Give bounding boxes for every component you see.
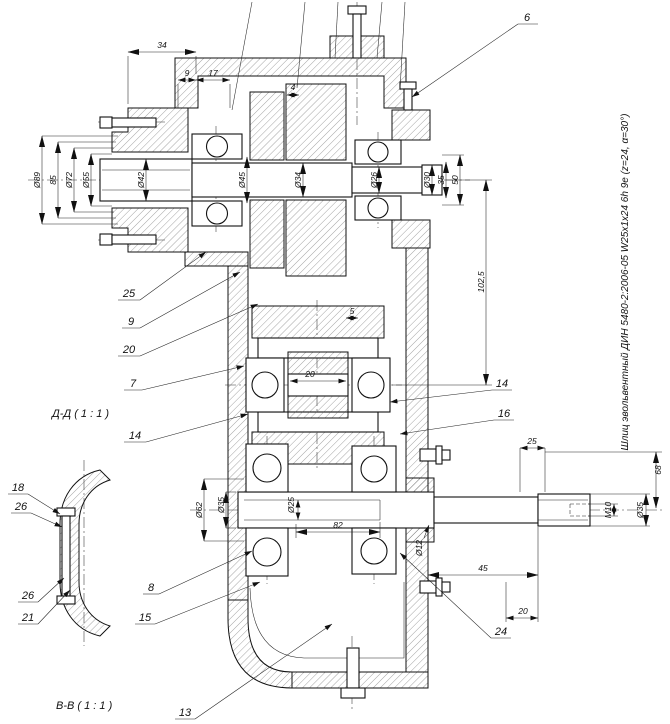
dim-d35-left: Ø35 xyxy=(216,497,226,514)
dim-d26: Ø26 xyxy=(369,172,379,189)
dim-d55: Ø55 xyxy=(81,172,91,189)
dim-d72: Ø72 xyxy=(64,172,74,189)
input-shaft-mid xyxy=(191,162,353,198)
callout-26-bottom: 26 xyxy=(21,590,35,602)
section-label-bb: В-В ( 1 : 1 ) xyxy=(56,700,113,712)
dimension-lines xyxy=(39,49,662,622)
m10-tapped-hole xyxy=(569,503,590,517)
hub-bore xyxy=(287,373,349,397)
cap-bolt-lower xyxy=(99,233,157,246)
fasteners xyxy=(99,5,451,699)
gear2-rim-top xyxy=(285,83,347,161)
dim-20: 20 xyxy=(517,606,528,616)
bearing-mid-left xyxy=(245,357,285,413)
spline-note: Шлиц эвольвентный ДИН 5480-2:2006-05 W25… xyxy=(620,114,631,451)
callout-25: 25 xyxy=(122,288,136,300)
upper-gear-assembly xyxy=(99,83,443,277)
housing xyxy=(111,35,431,689)
callout-14-right: 14 xyxy=(496,378,508,390)
leader-lines xyxy=(8,1,538,720)
right-seat-lower xyxy=(391,219,431,249)
dim-82: 82 xyxy=(333,520,343,530)
dim-d42: Ø42 xyxy=(136,172,146,189)
callout-9: 9 xyxy=(128,316,134,328)
dim-4: 4 xyxy=(291,82,296,92)
gear1-rim-bottom xyxy=(249,199,285,269)
side-bolt-2 xyxy=(419,577,451,597)
dim-34: 34 xyxy=(157,40,167,50)
callout-8: 8 xyxy=(148,582,155,594)
output-shaft-main xyxy=(237,491,435,529)
callout-26-top: 26 xyxy=(14,501,28,513)
callout-24: 24 xyxy=(494,626,507,638)
right-seat-upper xyxy=(391,109,431,141)
dim-d89: Ø89 xyxy=(32,172,42,189)
side-bolt-1 xyxy=(419,445,451,465)
dim-17: 17 xyxy=(208,68,218,78)
callout-6: 6 xyxy=(524,12,531,24)
bearing-lower-right xyxy=(351,445,397,575)
output-shaft-assembly xyxy=(237,443,591,577)
callout-18: 18 xyxy=(12,482,25,494)
dim-45: 45 xyxy=(478,563,488,573)
callout-15: 15 xyxy=(139,612,152,624)
dim-d12: Ø12 xyxy=(414,540,424,557)
bearing-lower-left xyxy=(245,443,289,577)
callout-20: 20 xyxy=(122,344,136,356)
callout-14-left: 14 xyxy=(129,430,141,442)
drain-bolt-bottom xyxy=(340,647,366,699)
dim-25: 25 xyxy=(526,436,537,446)
dim-d35-right: Ø35 xyxy=(635,502,645,519)
dim-m10: M10 xyxy=(603,501,613,518)
section-label-dd: Д-Д ( 1 : 1 ) xyxy=(50,408,109,420)
callout-21: 21 xyxy=(21,612,34,624)
hub-top xyxy=(287,351,349,375)
bearing-upper-right xyxy=(354,139,402,221)
gear3-rim-top xyxy=(251,305,385,339)
dim-68: 68 xyxy=(653,465,663,475)
dim-d62: Ø62 xyxy=(194,502,204,519)
dim-5: 5 xyxy=(350,306,355,316)
labels: 34 9 17 4 Ø89 85 Ø72 Ø55 Ø42 Ø45 Ø34 Ø26… xyxy=(12,12,663,719)
detail-view-bb xyxy=(56,469,111,637)
dim-d34: Ø34 xyxy=(293,172,303,189)
sump-inner-contour xyxy=(249,582,405,659)
dim-35: 35 xyxy=(436,175,446,185)
callout-16: 16 xyxy=(498,408,511,420)
left-cap-upper xyxy=(111,107,189,153)
dim-d45: Ø45 xyxy=(237,172,247,189)
dim-d25: Ø25 xyxy=(286,497,296,514)
dim-d30: Ø30 xyxy=(422,172,432,189)
gear1-rim-top xyxy=(249,91,285,161)
output-shaft-ext xyxy=(433,496,539,524)
shaft-seal-top xyxy=(405,477,435,493)
sump-curve xyxy=(227,599,293,689)
bearing-mid-right xyxy=(351,357,391,413)
bearing-upper-left xyxy=(191,133,243,227)
output-shaft-spline xyxy=(537,493,591,527)
dim-50: 50 xyxy=(450,175,460,185)
dim-hub-20: 20 xyxy=(304,369,315,379)
left-cap-lower xyxy=(111,207,189,253)
shaft-seal-bottom xyxy=(405,527,435,543)
dim-9: 9 xyxy=(185,68,190,78)
input-shaft-right xyxy=(351,166,423,194)
left-slab xyxy=(184,251,249,267)
callout-13: 13 xyxy=(179,707,192,719)
dim-102-5: 102,5 xyxy=(476,271,486,293)
hub-bottom xyxy=(287,395,349,419)
gear2-rim-bottom xyxy=(285,199,347,277)
middle-gear-assembly xyxy=(245,305,391,465)
callout-7: 7 xyxy=(130,378,137,390)
top-bolt xyxy=(347,5,367,59)
dim-85: 85 xyxy=(48,175,58,185)
bottom-plate xyxy=(291,671,429,689)
cap-bolt-upper xyxy=(99,116,157,129)
